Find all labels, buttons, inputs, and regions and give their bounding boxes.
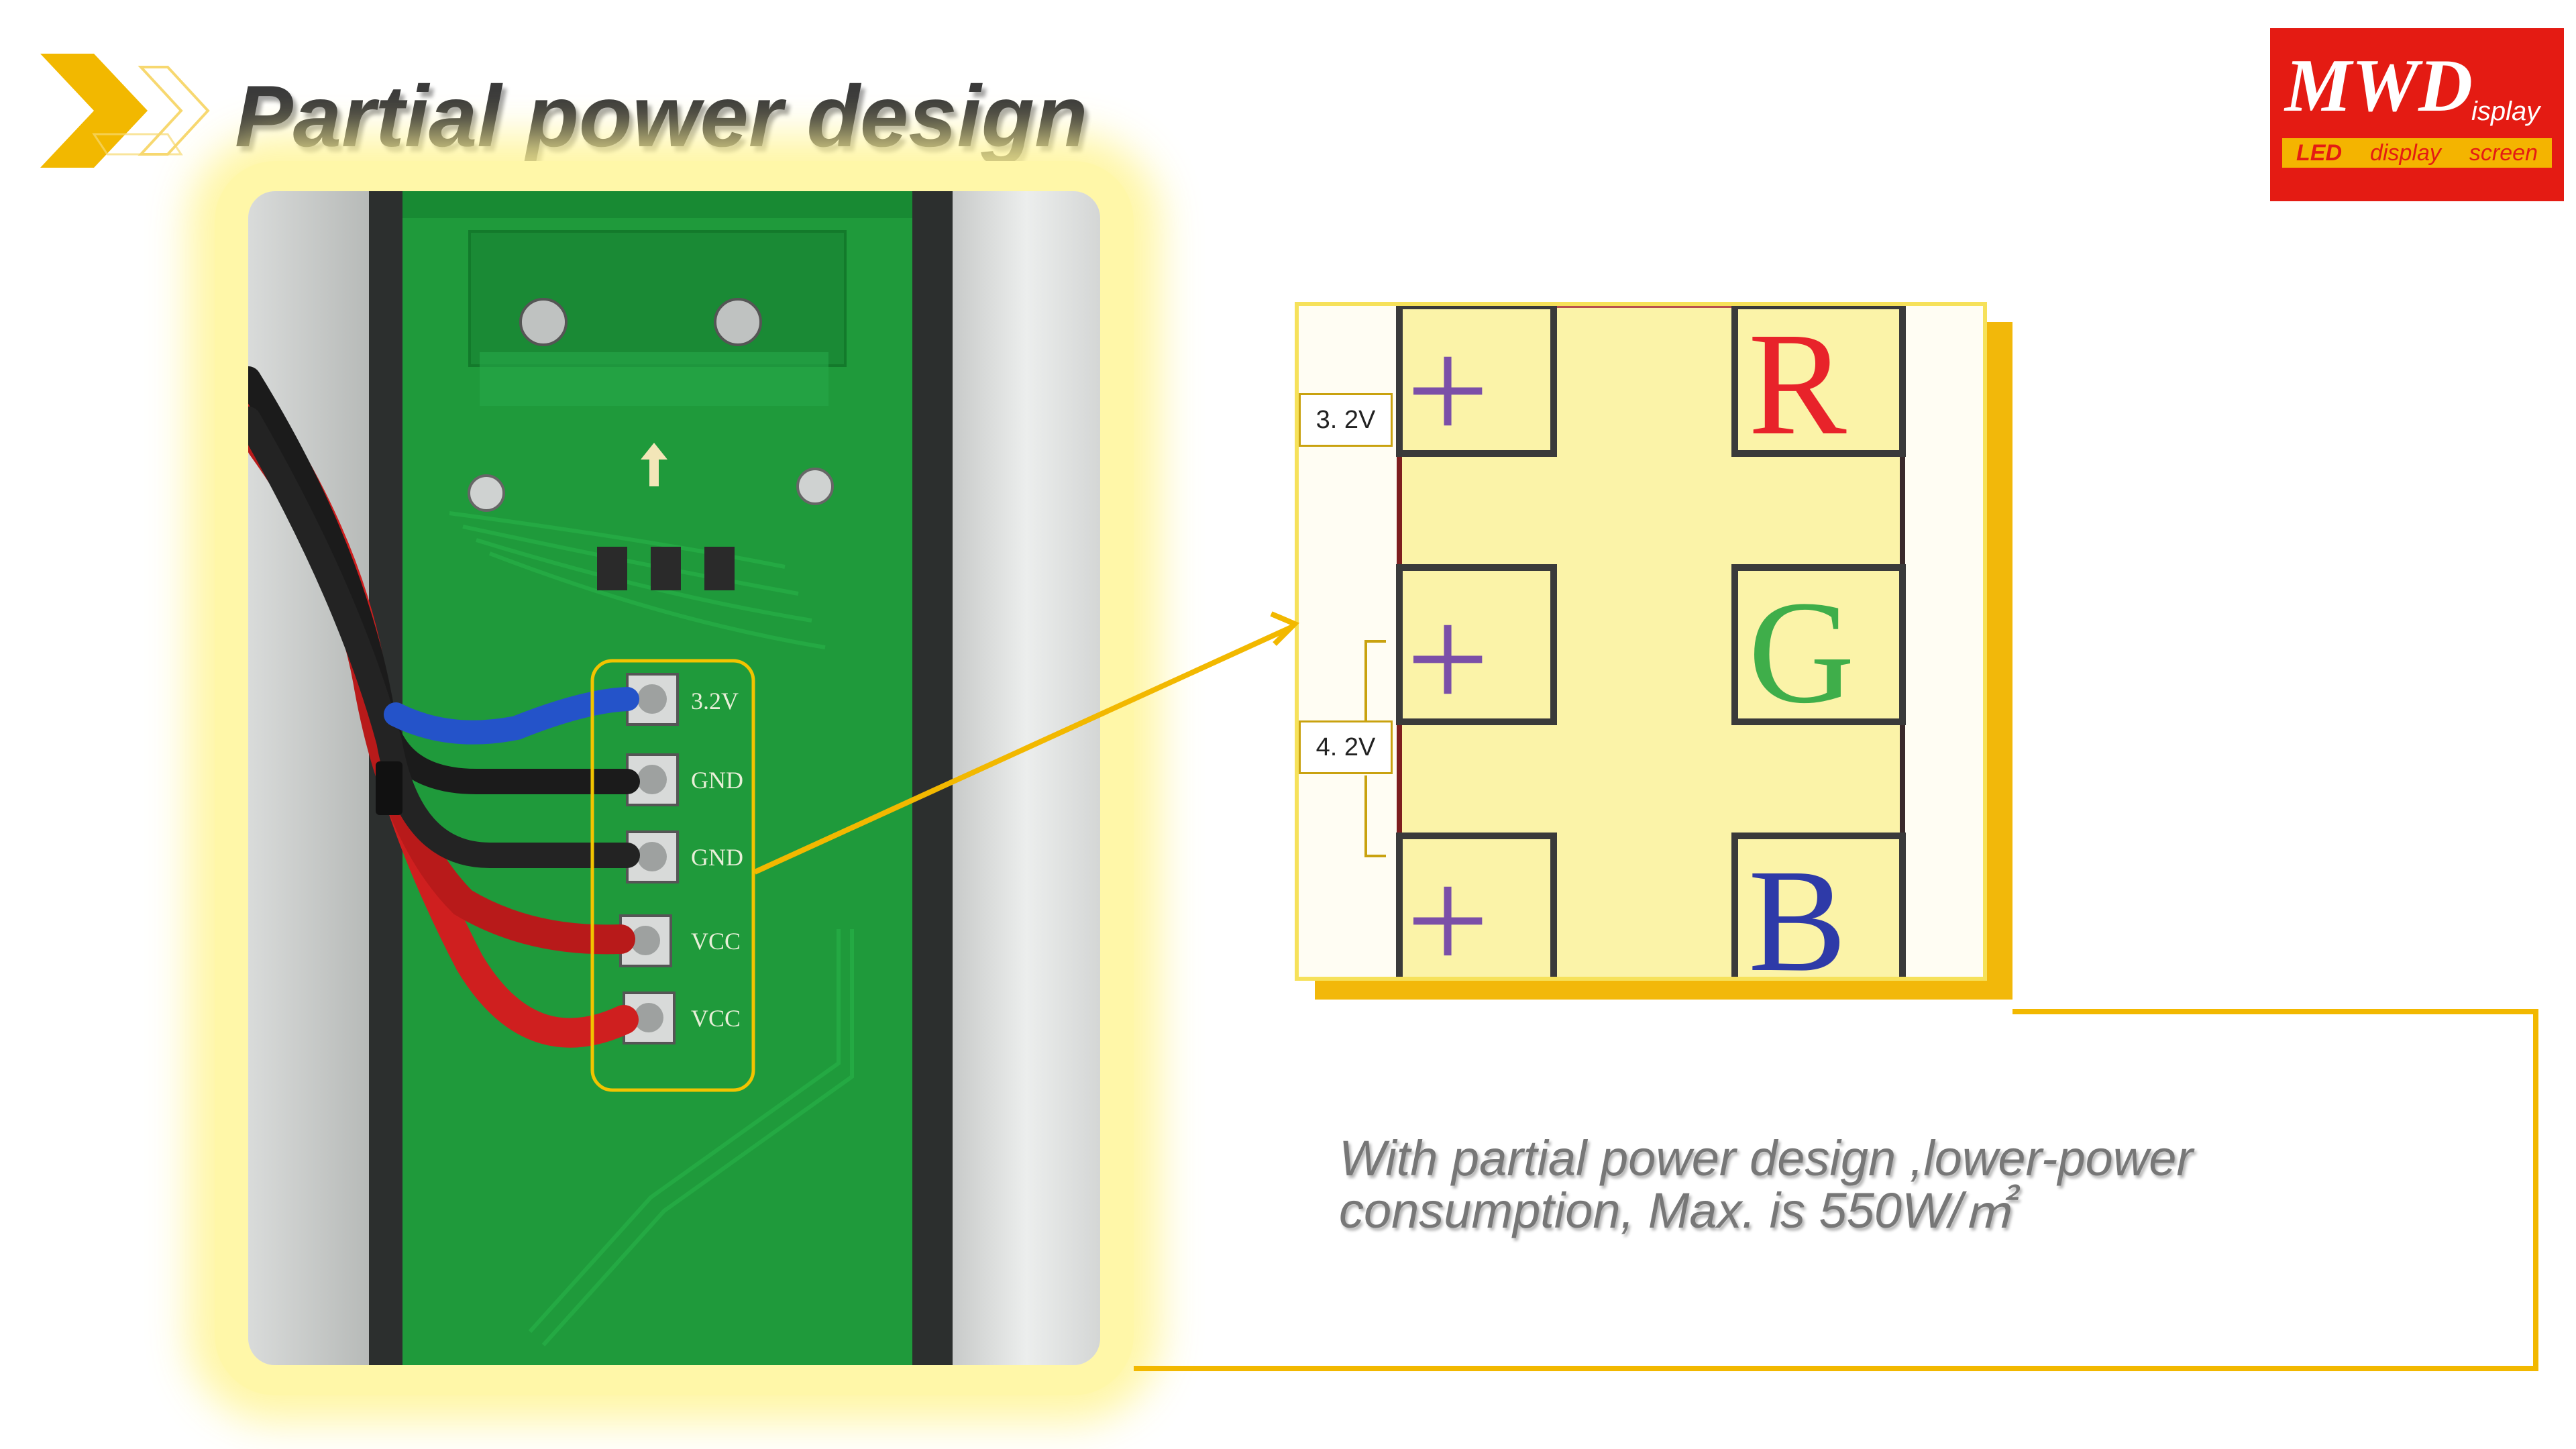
plus-sign: + (1406, 839, 1489, 977)
module-photo: 3.2V GND GND VCC VCC (248, 191, 1100, 1365)
plus-sign: + (1406, 577, 1489, 741)
logo-strip-led: LED (2296, 140, 2343, 166)
description-line-1: With partial power design ,lower-power (1339, 1130, 2193, 1186)
pointer-arrowhead (1270, 611, 1300, 646)
letter-r: R (1748, 306, 1847, 466)
voltage-label-4v2: 4. 2V (1299, 720, 1393, 774)
page-title: Partial power design (235, 67, 1088, 165)
zoom-diagram: + + + R G B 3. 2V 4. 2V (1295, 302, 1987, 981)
pcb-illustration: 3.2V GND GND VCC VCC (248, 191, 1100, 1365)
description-line-2: consumption, Max. is 550W/㎡ (1339, 1182, 2012, 1238)
logo-strip-screen: screen (2469, 140, 2538, 166)
brand-logo: MWD isplay LED display screen (2270, 28, 2564, 201)
letter-g: G (1748, 570, 1855, 734)
led-pinout-illustration: + + + R G B (1299, 306, 1983, 977)
voltage-label-3v2: 3. 2V (1299, 393, 1393, 447)
description: With partial power design ,lower-power c… (1339, 1132, 2278, 1236)
terminal-label: VCC (691, 1005, 741, 1032)
terminal-label: GND (691, 844, 743, 871)
plus-sign: + (1406, 309, 1489, 472)
terminal-label: 3.2V (691, 688, 739, 714)
logo-mark-suffix: isplay (2471, 97, 2540, 126)
chevron-arrow-icon (40, 54, 210, 168)
logo-mark: MWD (2285, 44, 2473, 127)
logo-strip: LED display screen (2282, 138, 2552, 168)
terminal-label: VCC (691, 928, 741, 955)
letter-b: B (1748, 839, 1847, 977)
logo-strip-display: display (2370, 140, 2441, 166)
terminal-label: GND (691, 767, 743, 794)
